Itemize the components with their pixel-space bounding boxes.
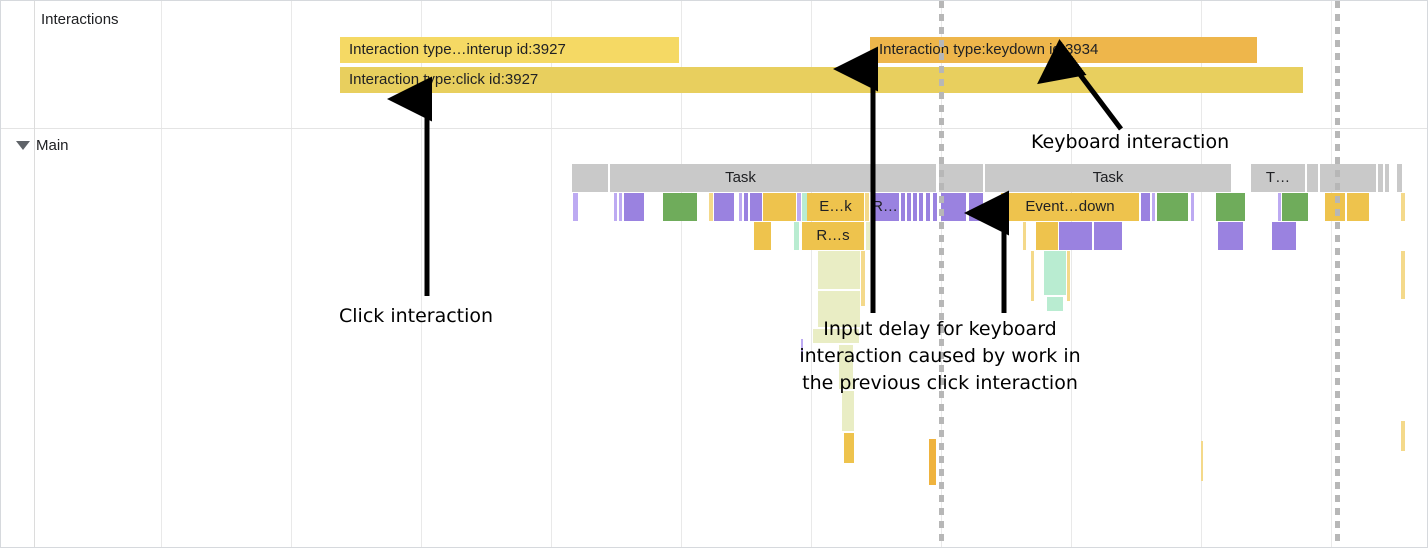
flame-bar[interactable]	[739, 193, 742, 221]
interaction-bar-pointerup[interactable]: Interaction type…interup id:3927	[340, 37, 679, 63]
flame-bar-deep[interactable]	[818, 251, 860, 289]
flame-bar[interactable]	[802, 193, 807, 221]
track-divider	[1, 128, 1427, 129]
flame-bar[interactable]	[754, 222, 771, 250]
flame-bar[interactable]	[744, 193, 748, 221]
flame-bar[interactable]	[1216, 193, 1245, 221]
gridline-8	[1071, 1, 1072, 547]
flame-bar[interactable]	[1218, 222, 1243, 250]
flame-bar-deep[interactable]	[1401, 421, 1405, 451]
flame-bar[interactable]	[1272, 222, 1296, 250]
flame-bar-deep[interactable]	[842, 391, 854, 431]
flame-bar-deep[interactable]	[1031, 251, 1034, 301]
flame-bar[interactable]	[763, 193, 796, 221]
flame-bar-deep[interactable]	[1401, 251, 1405, 299]
dashed-marker-0	[939, 1, 944, 547]
task-bar-unlabeled[interactable]	[1378, 164, 1383, 192]
flame-bar[interactable]	[573, 193, 578, 221]
flame-bar[interactable]	[1036, 222, 1058, 250]
gridline-1	[161, 1, 162, 547]
gridline-4	[551, 1, 552, 547]
task-bar[interactable]: Task	[985, 164, 1231, 192]
flame-bar[interactable]	[926, 193, 930, 221]
gridline-2	[291, 1, 292, 547]
flame-bar-deep[interactable]	[861, 251, 865, 306]
task-bar-unlabeled[interactable]	[1397, 164, 1402, 192]
triangle-down-icon[interactable]	[16, 141, 30, 150]
flame-bar[interactable]	[901, 193, 905, 221]
flame-bar[interactable]	[709, 193, 713, 221]
flame-bar-labeled[interactable]: Event…down	[1001, 193, 1139, 221]
flame-bar-labeled[interactable]: E…k	[807, 193, 864, 221]
flame-bar[interactable]	[624, 193, 644, 221]
flame-bar[interactable]	[1347, 193, 1369, 221]
flame-bar[interactable]	[1191, 193, 1194, 221]
task-bar[interactable]: T…	[1251, 164, 1305, 192]
annotation-input-delay: Input delay for keyboard interaction cau…	[799, 318, 1081, 394]
flame-bar[interactable]	[1401, 193, 1405, 221]
annotation-keyboard-interaction: Keyboard interaction	[1031, 131, 1230, 153]
flame-bar[interactable]	[1141, 193, 1150, 221]
flame-bar[interactable]	[866, 222, 870, 250]
track-label-main[interactable]: Main	[36, 137, 69, 154]
flame-bar-deep[interactable]	[839, 345, 853, 389]
flame-bar[interactable]	[919, 193, 923, 221]
flame-bar[interactable]	[1023, 222, 1026, 250]
task-bar-unlabeled[interactable]	[939, 164, 983, 192]
flame-bar-deep[interactable]	[818, 291, 860, 327]
flame-bar[interactable]	[750, 193, 762, 221]
task-bar-unlabeled[interactable]	[1320, 164, 1376, 192]
flame-bar-deep[interactable]	[1047, 297, 1063, 311]
flame-bar[interactable]	[1152, 193, 1155, 221]
flame-bar[interactable]	[663, 193, 697, 221]
flame-bar-deep[interactable]	[1044, 251, 1066, 295]
task-bar[interactable]: Task	[610, 164, 871, 192]
flame-bar-deep[interactable]	[1201, 441, 1203, 481]
task-bar-unlabeled[interactable]	[1385, 164, 1389, 192]
task-bar-unlabeled[interactable]	[873, 164, 936, 192]
sidebar-separator	[34, 1, 35, 547]
flame-bar[interactable]	[614, 193, 617, 221]
flame-bar[interactable]	[794, 222, 799, 250]
task-bar-unlabeled[interactable]	[572, 164, 608, 192]
flame-bar-deep[interactable]	[929, 439, 936, 485]
flame-bar[interactable]	[619, 193, 622, 221]
gridline-10	[1331, 1, 1332, 547]
flame-bar-deep[interactable]	[1067, 251, 1070, 301]
gridline-9	[1201, 1, 1202, 547]
flame-bar[interactable]	[714, 193, 734, 221]
arrow-keyboard-interaction	[1037, 39, 1123, 131]
annotation-click-interaction: Click interaction	[339, 305, 494, 327]
flame-bar[interactable]	[865, 193, 869, 221]
flame-bar[interactable]	[1094, 222, 1122, 250]
gridline-3	[421, 1, 422, 547]
track-label-interactions[interactable]: Interactions	[41, 11, 119, 28]
flame-bar-deep[interactable]	[813, 329, 859, 343]
task-bar-unlabeled[interactable]	[1307, 164, 1318, 192]
flame-bar[interactable]	[907, 193, 911, 221]
gridline-6	[811, 1, 812, 547]
flame-bar[interactable]	[913, 193, 917, 221]
flame-bar-labeled[interactable]: R…	[871, 193, 899, 221]
flame-bar[interactable]	[1157, 193, 1188, 221]
dashed-marker-1	[1335, 1, 1340, 547]
flame-bar-deep[interactable]	[844, 433, 854, 463]
flame-bar-labeled[interactable]: R…s	[802, 222, 864, 250]
flame-bar[interactable]	[933, 193, 937, 221]
flame-bar[interactable]	[941, 193, 966, 221]
flame-bar[interactable]	[1278, 193, 1281, 221]
flame-bar[interactable]	[1282, 193, 1308, 221]
flame-bar[interactable]	[1059, 222, 1092, 250]
flame-bar-deep[interactable]	[801, 339, 803, 361]
gridline-5	[681, 1, 682, 547]
flame-bar[interactable]	[797, 193, 801, 221]
